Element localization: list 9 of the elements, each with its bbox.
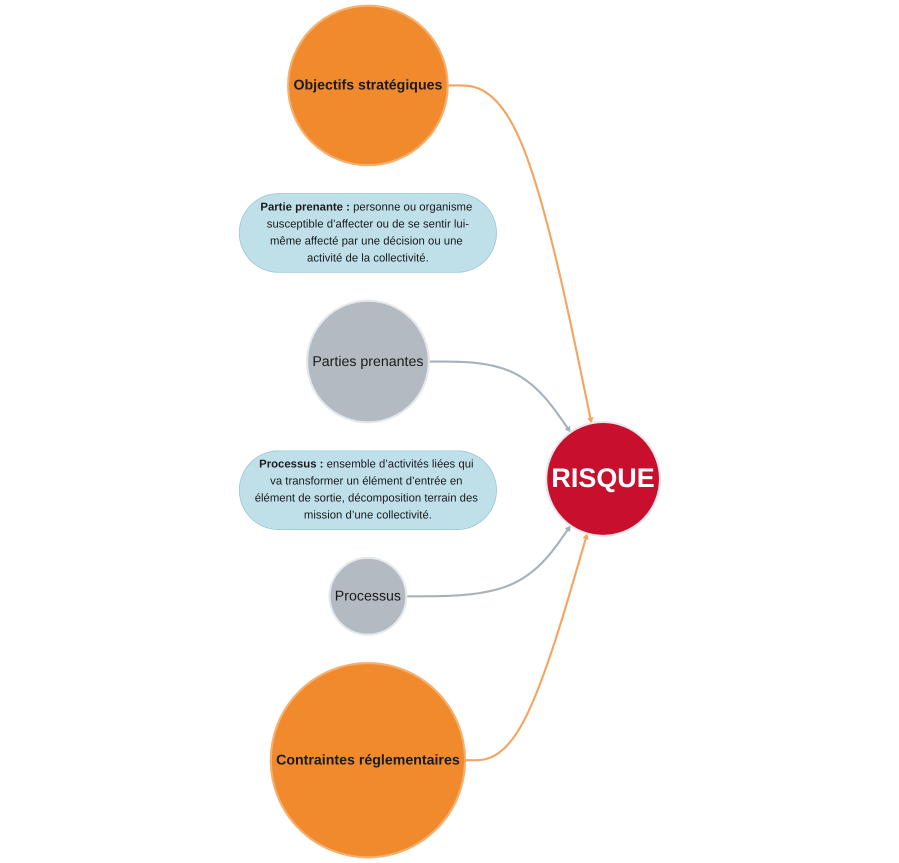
arrow <box>428 360 571 432</box>
node-circle: Objectifs stratégiques <box>286 4 449 166</box>
node-circle: Processus <box>328 556 408 636</box>
arrow <box>448 84 594 424</box>
node-circle: Contraintes réglementaires <box>270 662 466 858</box>
arrow <box>406 525 571 598</box>
node-circle: Parties prenantes <box>306 300 430 424</box>
arrow <box>464 533 588 762</box>
node-circle: RISQUE <box>544 420 661 537</box>
